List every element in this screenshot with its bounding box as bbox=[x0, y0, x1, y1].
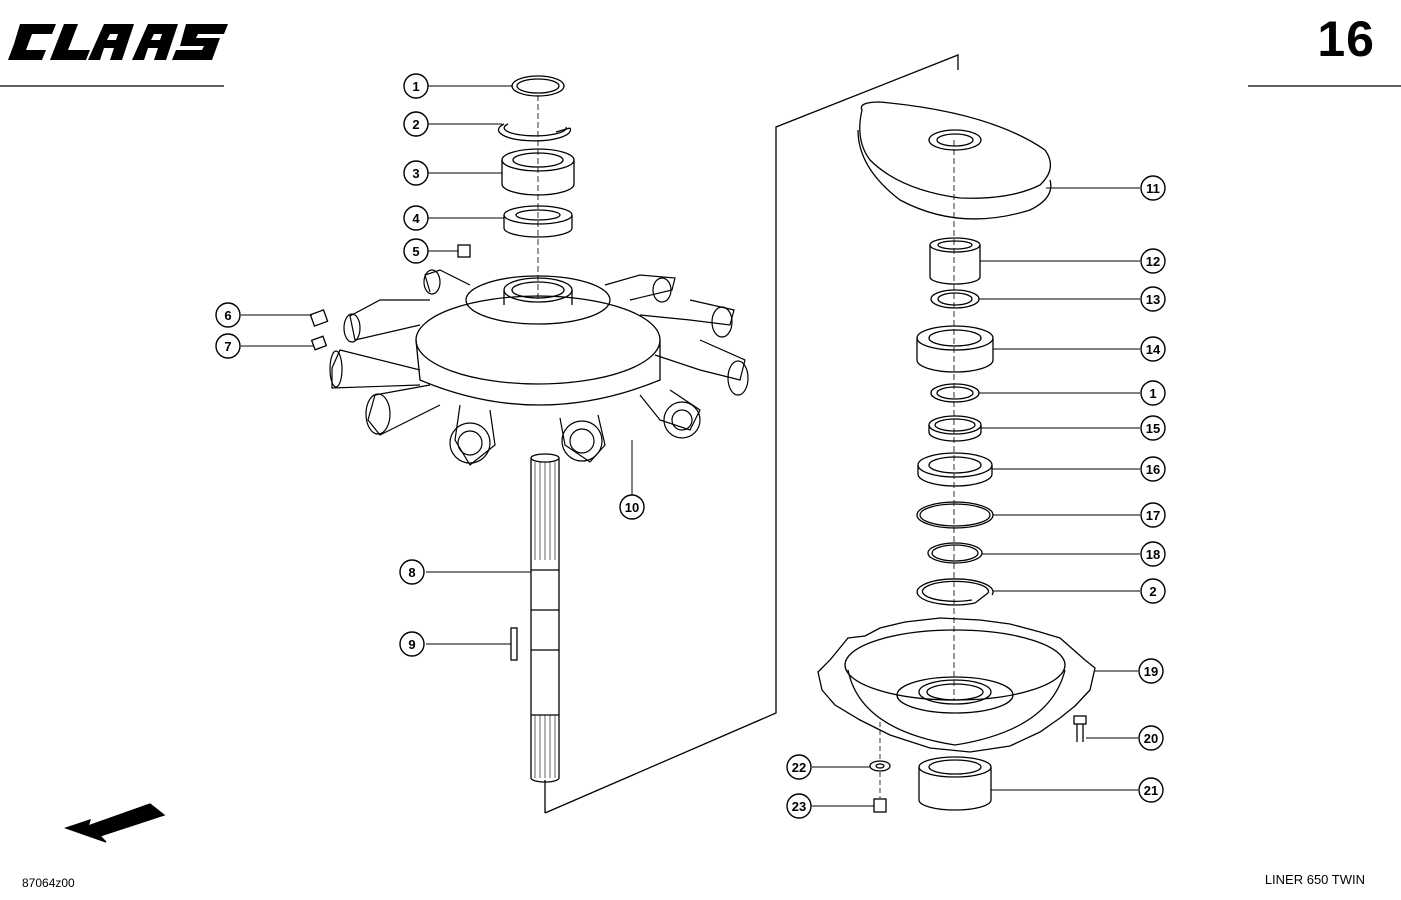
callout-circle bbox=[1140, 502, 1166, 528]
callout-circle bbox=[399, 559, 425, 585]
part-7-nipple bbox=[310, 335, 328, 351]
part-12-sleeve bbox=[929, 237, 981, 285]
part-1-ring bbox=[511, 75, 565, 97]
callout-circle bbox=[1140, 175, 1166, 201]
callout-label: 15 bbox=[1146, 421, 1160, 436]
callout-circle bbox=[403, 205, 429, 231]
part-2-circlip bbox=[497, 123, 572, 142]
callout-label: 5 bbox=[412, 244, 419, 259]
leader-lines-left bbox=[241, 85, 633, 645]
callout-circle bbox=[403, 238, 429, 264]
callout-label: 14 bbox=[1146, 342, 1161, 357]
model-name: LINER 650 TWIN bbox=[1264, 872, 1365, 887]
callout-label: 10 bbox=[625, 500, 639, 515]
callout-label: 9 bbox=[408, 637, 415, 652]
callout-label: 13 bbox=[1146, 292, 1160, 307]
callout-circle bbox=[215, 333, 241, 359]
callout-label: 11 bbox=[1146, 181, 1160, 196]
part-6-nipple bbox=[309, 309, 329, 327]
callout-circle bbox=[1140, 578, 1166, 604]
callout-circle bbox=[786, 793, 812, 819]
part-18-ring bbox=[927, 542, 983, 564]
callouts-right: 11 12 13 14 1 15 16 17 18 2 19 20 21 22 23 bbox=[786, 175, 1166, 819]
callout-circle bbox=[1140, 248, 1166, 274]
callout-label: 1 bbox=[412, 79, 419, 94]
part-2-circlip-right bbox=[916, 578, 994, 606]
callout-label: 1 bbox=[1149, 386, 1156, 401]
part-17-ring bbox=[916, 501, 994, 529]
callout-circle bbox=[1140, 541, 1166, 567]
callout-label: 8 bbox=[408, 565, 415, 580]
callout-label: 19 bbox=[1144, 664, 1158, 679]
callout-circle bbox=[1138, 777, 1164, 803]
callout-label: 2 bbox=[1149, 584, 1156, 599]
part-23-grub-screw bbox=[873, 798, 887, 813]
part-19-housing bbox=[817, 617, 1096, 753]
part-4-bush bbox=[503, 205, 573, 238]
callout-label: 3 bbox=[412, 166, 419, 181]
part-10-rotor-hub bbox=[329, 269, 749, 466]
part-11-cam-cover bbox=[857, 101, 1052, 220]
callout-label: 4 bbox=[412, 211, 420, 226]
part-20-bolt bbox=[1073, 715, 1087, 742]
callout-circle bbox=[1140, 336, 1166, 362]
part-13-ring bbox=[930, 289, 980, 309]
part-21-bush bbox=[918, 756, 992, 811]
claas-logo bbox=[8, 24, 228, 60]
callout-label: 16 bbox=[1146, 462, 1160, 477]
part-8-shaft bbox=[530, 453, 560, 783]
part-5-grub-screw bbox=[457, 244, 471, 258]
callout-label: 6 bbox=[224, 308, 231, 323]
callout-circle bbox=[786, 754, 812, 780]
callout-label: 23 bbox=[792, 799, 806, 814]
callout-circle bbox=[1138, 725, 1164, 751]
callout-circle bbox=[1140, 456, 1166, 482]
part-15-seal bbox=[928, 415, 982, 442]
callout-circle bbox=[403, 73, 429, 99]
page-number: 16 bbox=[1317, 11, 1375, 67]
callout-label: 12 bbox=[1146, 254, 1160, 269]
part-16-seal bbox=[917, 452, 993, 487]
callout-label: 17 bbox=[1146, 508, 1160, 523]
callouts-left: 1 2 3 4 5 6 7 8 9 10 bbox=[215, 73, 645, 657]
callout-circle bbox=[403, 111, 429, 137]
callout-circle bbox=[215, 302, 241, 328]
part-3-bearing bbox=[501, 148, 575, 196]
drawing-number: 87064z00 bbox=[22, 876, 75, 890]
part-14-bearing bbox=[916, 325, 994, 373]
callout-circle bbox=[1140, 380, 1166, 406]
callout-circle bbox=[403, 160, 429, 186]
callout-circle bbox=[399, 631, 425, 657]
part-9-key bbox=[510, 627, 518, 661]
callout-label: 20 bbox=[1144, 731, 1158, 746]
callout-label: 2 bbox=[412, 117, 419, 132]
callout-label: 7 bbox=[224, 339, 231, 354]
callout-label: 21 bbox=[1144, 783, 1158, 798]
callout-label: 22 bbox=[792, 760, 806, 775]
callout-circle bbox=[1140, 286, 1166, 312]
callout-circle bbox=[619, 494, 645, 520]
arrow-icon bbox=[63, 803, 166, 843]
callout-label: 18 bbox=[1146, 547, 1160, 562]
callout-circle bbox=[1140, 415, 1166, 441]
frame-line bbox=[544, 54, 959, 814]
part-22-washer bbox=[869, 760, 891, 772]
leader-lines-right bbox=[812, 187, 1140, 807]
callout-circle bbox=[1138, 658, 1164, 684]
part-1-ring-right bbox=[930, 383, 980, 403]
